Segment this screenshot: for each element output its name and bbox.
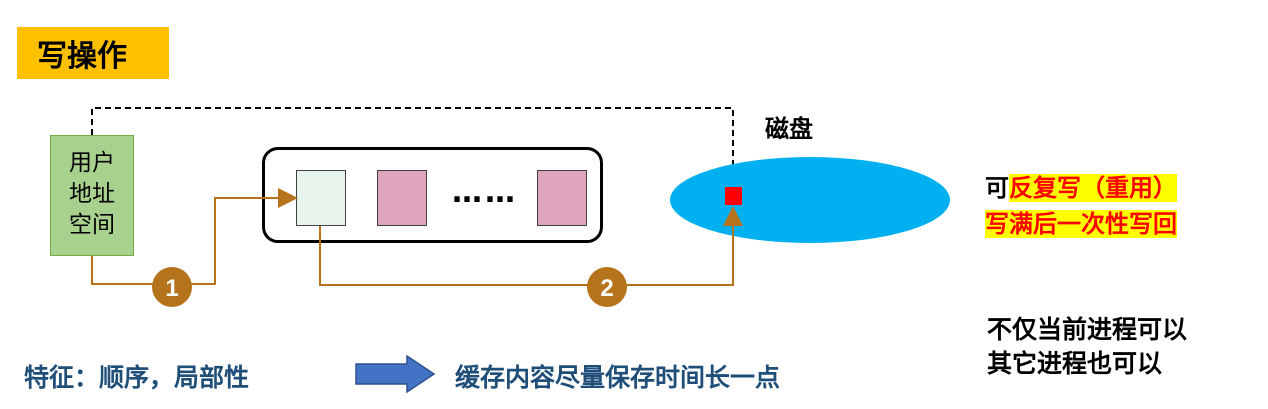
step-2-label: 2 <box>600 275 613 302</box>
reuse-red-text: 反复写（重用） <box>1009 174 1177 202</box>
step-1-circle <box>152 267 192 307</box>
cache-ellipsis: …… <box>452 175 518 210</box>
reuse-highlight: 可反复写（重用） 写满后一次性写回 <box>985 170 1177 242</box>
feature-text: 特征：顺序，局部性 <box>24 363 250 392</box>
reuse-prefix: 可 <box>985 174 1009 202</box>
writeback-red-text: 写满后一次性写回 <box>985 210 1177 238</box>
reuse-line-2: 写满后一次性写回 <box>985 206 1177 242</box>
page-title: 写操作 <box>17 27 169 79</box>
direct-write-dashed-line <box>91 107 743 190</box>
user-address-space-box: 用户 地址 空间 <box>50 135 134 256</box>
cache-container <box>262 147 603 243</box>
path-step-2 <box>319 206 743 286</box>
sharing-note-line-1: 不仅当前进程可以 <box>987 315 1188 344</box>
cache-block-dirty <box>377 170 427 226</box>
step-2-circle <box>587 267 627 307</box>
result-text: 缓存内容尽量保存时间长一点 <box>455 363 781 392</box>
path-step-1 <box>91 188 298 285</box>
user-space-line-2: 地址 <box>69 181 115 207</box>
cache-block-dirty-last <box>537 170 587 226</box>
sharing-note: 不仅当前进程可以 其它进程也可以 <box>987 313 1187 381</box>
disk-ellipse <box>670 157 950 243</box>
result-arrow <box>355 354 436 394</box>
user-space-line-1: 用户 <box>69 150 115 176</box>
sharing-note-line-2: 其它进程也可以 <box>987 349 1163 378</box>
step-1-label: 1 <box>165 275 178 302</box>
user-space-line-3: 空间 <box>69 212 115 238</box>
disk-label: 磁盘 <box>765 115 813 143</box>
disk-block-red <box>725 187 742 205</box>
reuse-line-1: 可反复写（重用） <box>985 170 1177 206</box>
